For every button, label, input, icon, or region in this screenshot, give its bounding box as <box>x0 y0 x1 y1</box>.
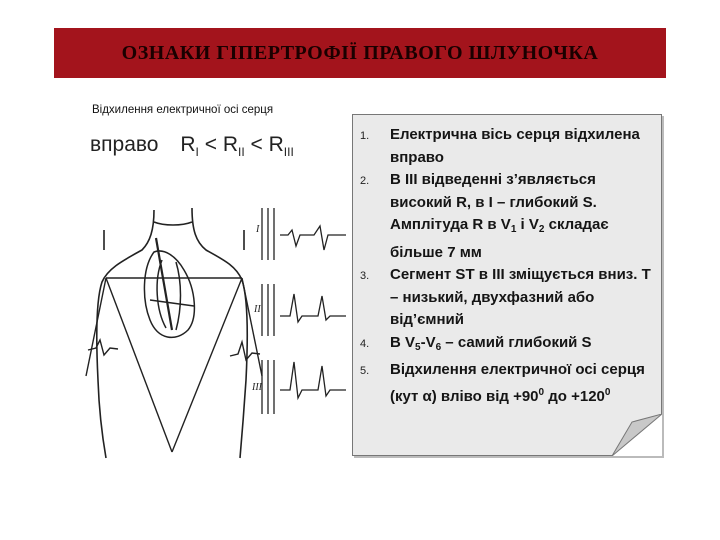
criteria-item-3: 3. Сегмент ST в ІІІ зміщується вниз. Т –… <box>360 266 651 328</box>
ecg-strips <box>261 208 346 414</box>
torso-outline <box>96 207 248 459</box>
criteria-item-4: 4. В V5-V6 – самий глибокий S <box>360 333 592 353</box>
ecg-illustration: I II III <box>85 207 346 459</box>
title-bar: ОЗНАКИ ГІПЕРТРОФІЇ ПРАВОГО ШЛУНОЧКА <box>54 28 666 78</box>
einthoven-triangle <box>105 277 243 453</box>
criteria-item-5: 5. Відхилення електричної осі серця (кут… <box>360 361 645 405</box>
page-curl-corner <box>612 414 662 456</box>
criteria-card <box>352 114 662 456</box>
ecg-strip-lead-3 <box>261 360 346 414</box>
axis-direction-label: вправо <box>90 133 159 156</box>
lead-label-1: I <box>255 224 260 235</box>
lead-label-2: II <box>253 304 261 315</box>
slide-subtitle: Відхилення електричної осі серця <box>92 104 274 116</box>
ecg-strip-lead-1 <box>261 208 346 260</box>
lead-label-3: III <box>251 382 263 393</box>
slide-title: ОЗНАКИ ГІПЕРТРОФІЇ ПРАВОГО ШЛУНОЧКА <box>121 41 599 64</box>
criteria-item-1: 1. Електрична вісь серця відхилена вправ… <box>360 126 640 166</box>
r-amplitude-relation: RI < RII < RIII <box>180 133 294 159</box>
axis-deviation-row: вправо RI < RII < RIII <box>90 133 294 159</box>
ecg-strip-lead-2 <box>261 284 346 336</box>
lead-arms <box>85 277 263 377</box>
criteria-list: 1. Електрична вісь серця відхилена вправ… <box>360 124 660 408</box>
heart-shape <box>143 237 196 339</box>
criteria-item-2: 2. В ІІІ відведенні з’являється високий … <box>360 171 609 261</box>
